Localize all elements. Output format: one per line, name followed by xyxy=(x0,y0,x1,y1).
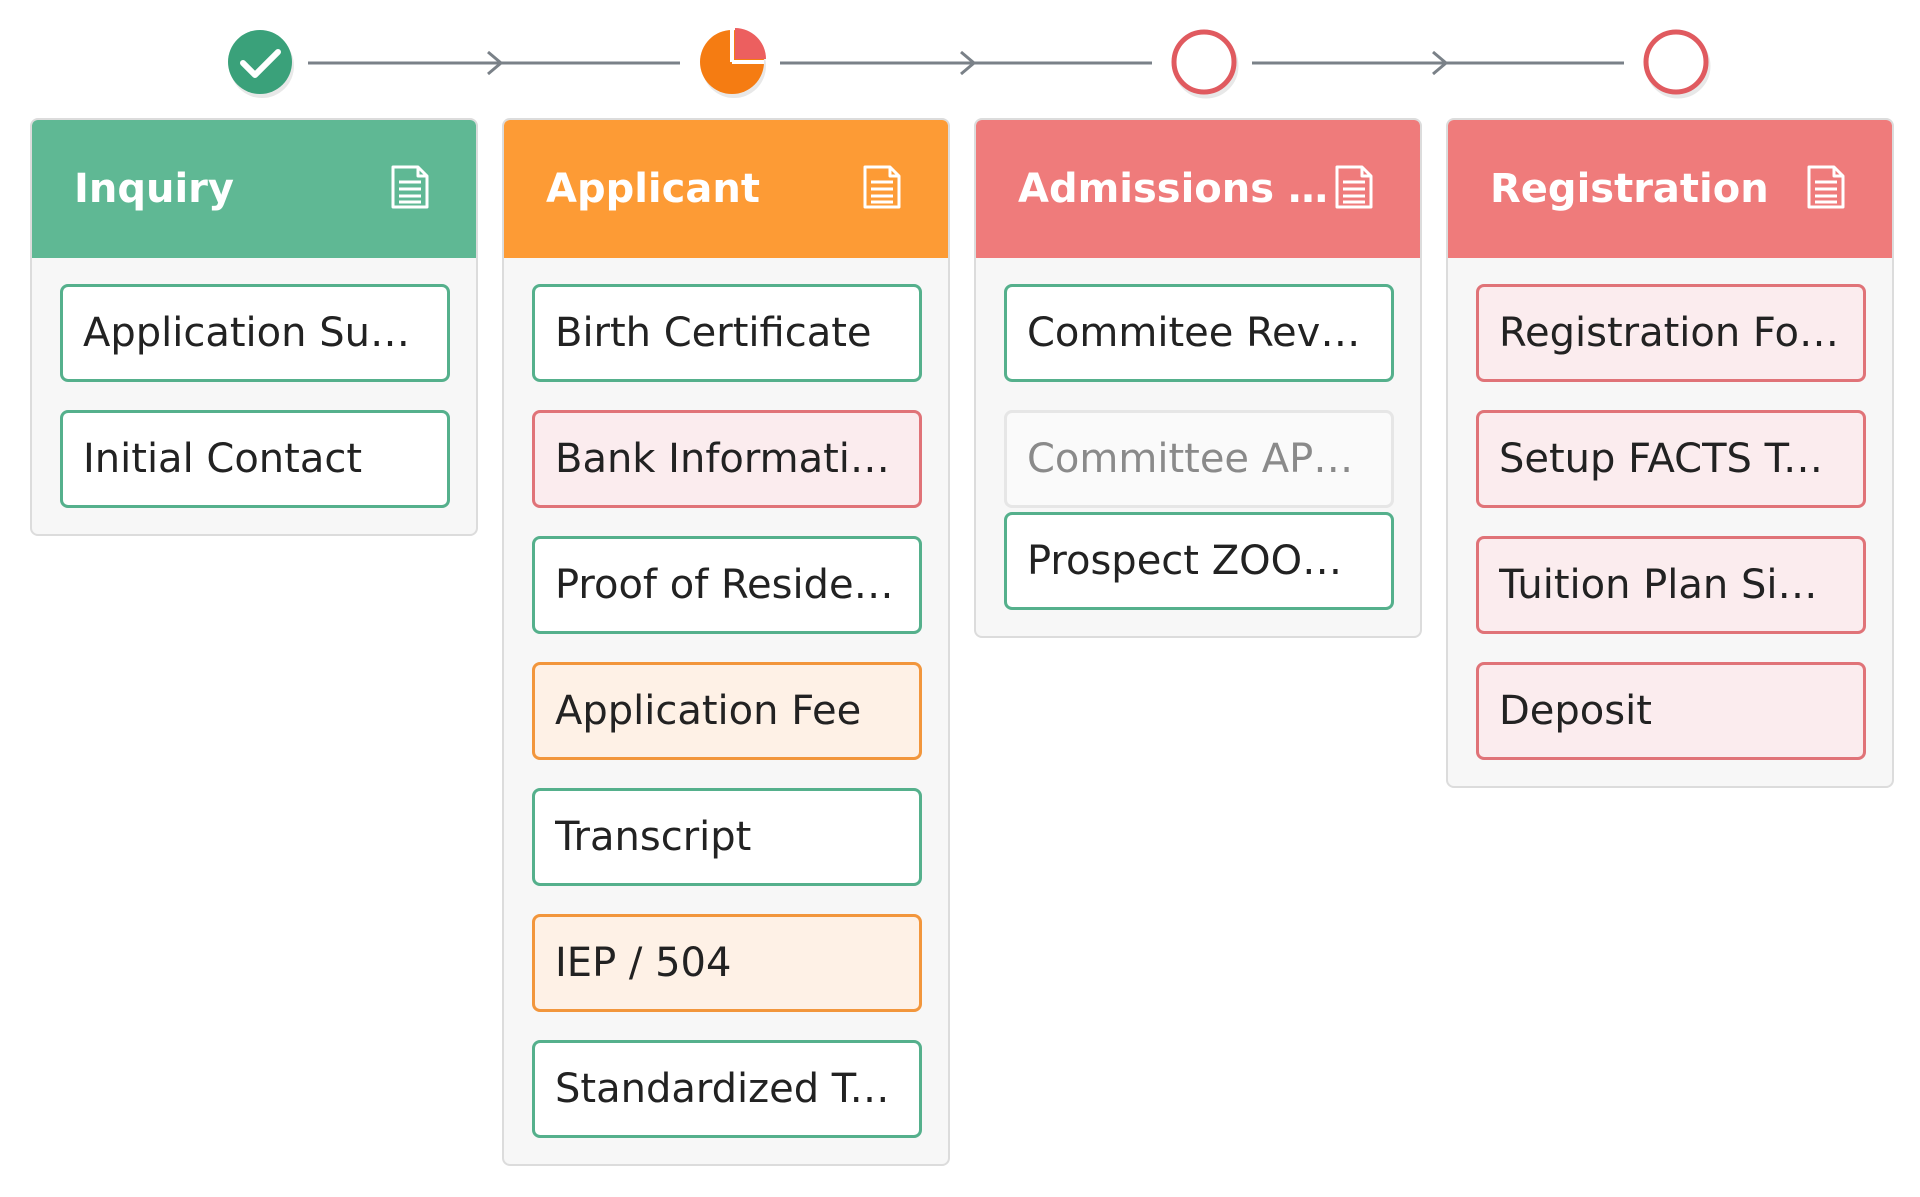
task-card-proof-of-residency[interactable]: Proof of Residency xyxy=(532,536,922,634)
task-label: Prospect ZOOM Interview xyxy=(1027,538,1369,584)
document-icon[interactable] xyxy=(862,164,902,210)
task-card-commitee-review[interactable]: Commitee Review xyxy=(1004,284,1394,382)
task-label: Tuition Plan Signup xyxy=(1499,562,1841,608)
task-card-standardized-testing[interactable]: Standardized Testing xyxy=(532,1040,922,1138)
task-label: Standardized Testing xyxy=(555,1066,897,1112)
stage-column-applicant: Applicant Birth Certificate Bank Informa… xyxy=(502,118,950,1166)
document-icon[interactable] xyxy=(1334,164,1374,210)
task-card-prospect-zoom-interview[interactable]: Prospect ZOOM Interview xyxy=(1004,512,1394,610)
task-label: Transcript xyxy=(555,814,752,860)
task-label: Setup FACTS Tuition xyxy=(1499,436,1841,482)
task-card-setup-facts-tuition[interactable]: Setup FACTS Tuition xyxy=(1476,410,1866,508)
step-3-empty-circle-icon[interactable] xyxy=(1171,29,1239,99)
stage-column-admissions-committee: Admissions Committee Commitee Review Com… xyxy=(974,118,1422,638)
task-card-iep-504[interactable]: IEP / 504 xyxy=(532,914,922,1012)
stage-title: Inquiry xyxy=(74,166,234,212)
task-label: IEP / 504 xyxy=(555,940,732,986)
stage-title: Admissions Committee xyxy=(1018,166,1328,212)
document-icon[interactable] xyxy=(1806,164,1846,210)
task-card-application-fee[interactable]: Application Fee xyxy=(532,662,922,760)
task-card-registration-form[interactable]: Registration Form xyxy=(1476,284,1866,382)
progress-stepper xyxy=(228,28,1711,99)
connector-2 xyxy=(780,50,1152,76)
task-label: Application Fee xyxy=(555,688,862,734)
stage-column-registration: Registration Registration Form Setup FAC… xyxy=(1446,118,1894,788)
task-label: Proof of Residency xyxy=(555,562,897,608)
task-card-initial-contact[interactable]: Initial Contact xyxy=(60,410,450,508)
stage-header: Registration xyxy=(1448,120,1892,258)
stage-header: Inquiry xyxy=(32,120,476,258)
task-card-committee-approval[interactable]: Committee APPROVAL xyxy=(1004,410,1394,508)
task-label: Registration Form xyxy=(1499,310,1841,356)
task-label: Bank Information xyxy=(555,436,897,482)
document-icon[interactable] xyxy=(390,164,430,210)
task-card-deposit[interactable]: Deposit xyxy=(1476,662,1866,760)
task-card-transcript[interactable]: Transcript xyxy=(532,788,922,886)
task-label: Deposit xyxy=(1499,688,1652,734)
task-card-application-submission[interactable]: Application Submission xyxy=(60,284,450,382)
stage-column-inquiry: Inquiry Application Submission Initial C… xyxy=(30,118,478,536)
connector-3 xyxy=(1252,50,1624,76)
step-1-check-circle-icon[interactable] xyxy=(228,30,294,98)
step-2-pie-progress-icon[interactable] xyxy=(700,28,766,98)
task-card-tuition-plan-signup[interactable]: Tuition Plan Signup xyxy=(1476,536,1866,634)
stage-title: Applicant xyxy=(546,166,760,212)
task-card-bank-information[interactable]: Bank Information xyxy=(532,410,922,508)
step-4-empty-circle-icon[interactable] xyxy=(1643,29,1711,99)
task-label: Committee APPROVAL xyxy=(1027,436,1369,482)
task-label: Birth Certificate xyxy=(555,310,872,356)
task-label: Initial Contact xyxy=(83,436,363,482)
stage-header: Admissions Committee xyxy=(976,120,1420,258)
task-label: Commitee Review xyxy=(1027,310,1369,356)
stage-title: Registration xyxy=(1490,166,1769,212)
connector-1 xyxy=(308,50,680,76)
task-card-birth-certificate[interactable]: Birth Certificate xyxy=(532,284,922,382)
stage-header: Applicant xyxy=(504,120,948,258)
task-label: Application Submission xyxy=(83,310,425,356)
